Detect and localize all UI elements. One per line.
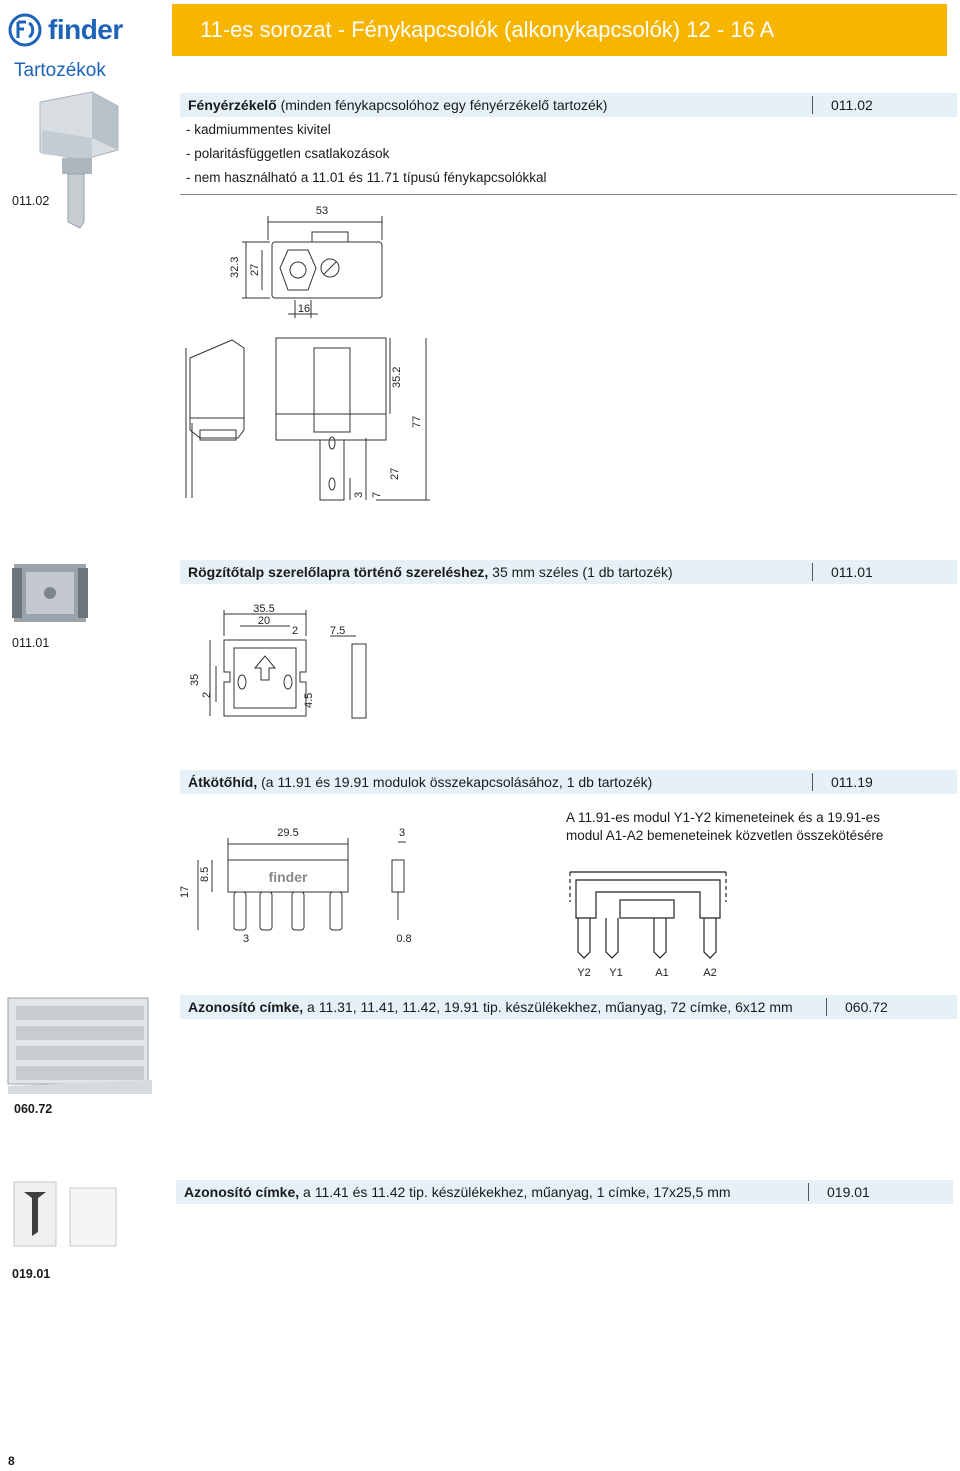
pin-label: A2 — [703, 967, 716, 979]
dim-label: 35.2 — [391, 367, 403, 388]
dim-label: 7.5 — [330, 625, 345, 637]
dim-label: 77 — [411, 416, 423, 428]
feature-line: - nem használható a 11.01 és 11.71 típus… — [186, 170, 547, 185]
mounting-base-drawing: 35.5 20 2 7.5 35 2 4.5 — [189, 603, 367, 719]
bridge-schematic: Y2 Y1 A1 A2 — [569, 871, 727, 979]
dim-label: 3 — [399, 827, 405, 839]
item-title: Rögzítőtalp szerelőlapra történő szerelé… — [188, 564, 489, 580]
mounting-base-photo — [10, 558, 90, 628]
dim-label: 17 — [179, 886, 191, 898]
item-bar-011-01: Rögzítőtalp szerelőlapra történő szerelé… — [180, 560, 957, 584]
dim-label: 35 — [189, 674, 201, 686]
dim-label: 32.3 — [229, 257, 241, 278]
item-desc: a 11.31, 11.41, 11.42, 19.91 tip. készül… — [303, 999, 793, 1015]
pin-label: Y2 — [577, 967, 590, 979]
item-desc: a 11.41 és 11.42 tip. készülékekhez, műa… — [299, 1184, 731, 1200]
finder-logo: finder — [8, 10, 148, 50]
pin-label: Y1 — [609, 967, 622, 979]
item-title: Fényérzékelő — [188, 97, 277, 113]
brand-name: finder — [48, 14, 123, 45]
jumper-bridge-drawing: 29.5 3 17 8.5 3 0.8 finder — [179, 827, 412, 945]
dim-label: 2 — [292, 625, 298, 637]
dim-label: 2 — [201, 692, 213, 698]
dim-label: 53 — [316, 205, 328, 217]
title-banner: 11-es sorozat - Fénykapcsolók (alkonykap… — [172, 4, 947, 56]
page-title: 11-es sorozat - Fénykapcsolók (alkonykap… — [200, 17, 775, 42]
finder-logo-icon — [8, 13, 42, 47]
item-bar-060-72: Azonosító címke, a 11.31, 11.41, 11.42, … — [180, 995, 957, 1019]
dim-label: 4.5 — [303, 693, 315, 708]
item-title: Azonosító címke, — [184, 1184, 300, 1200]
dim-label: 27 — [389, 468, 401, 480]
light-sensor-drawing: 53 32.3 27 16 35.2 77 27 7 3 — [185, 205, 430, 501]
bridge-description: modul A1-A2 bemeneteinek közvetlen össze… — [566, 828, 884, 843]
feature-line: - polaritásfüggetlen csatlakozások — [186, 146, 390, 161]
item-bar-011-19: Átkötőhíd, (a 11.91 és 19.91 modulok öss… — [180, 770, 957, 794]
dim-label: 7 — [371, 492, 383, 498]
dim-label: 27 — [249, 264, 261, 276]
dim-label: 35.5 — [253, 603, 274, 615]
photo-code: 060.72 — [14, 1102, 53, 1116]
pin-label: A1 — [655, 967, 668, 979]
item-desc: (minden fénykapcsolóhoz egy fényérzékelő… — [276, 97, 608, 113]
item-desc: 35 mm széles (1 db tartozék) — [488, 564, 673, 580]
item-title: Átkötőhíd, — [188, 774, 258, 790]
dim-label: 3 — [243, 933, 249, 945]
photo-code: 019.01 — [12, 1267, 51, 1281]
page-number: 8 — [8, 1454, 15, 1468]
item-desc: (a 11.91 és 19.91 modulok összekapcsolás… — [257, 774, 653, 790]
dim-label: 29.5 — [277, 827, 298, 839]
feature-line: - kadmiummentes kivitel — [186, 122, 331, 137]
dim-label: 3 — [353, 492, 365, 498]
photo-code: 011.01 — [12, 636, 50, 650]
dim-label: 8.5 — [199, 867, 211, 882]
photo-code: 011.02 — [12, 194, 50, 208]
item-code: 011.02 — [812, 96, 957, 114]
dim-label: 0.8 — [396, 933, 411, 945]
light-sensor-photo — [22, 90, 132, 230]
item-title: Azonosító címke, — [188, 999, 304, 1015]
item-bar-011-02: Fényérzékelő (minden fénykapcsolóhoz egy… — [180, 93, 957, 117]
item-code: 060.72 — [826, 998, 957, 1016]
label-card-photo — [10, 1176, 120, 1252]
label-sheet-photo — [6, 996, 154, 1096]
dim-label: 20 — [258, 615, 270, 627]
item-bar-019-01: Azonosító címke, a 11.41 és 11.42 tip. k… — [176, 1180, 953, 1204]
brand-name: finder — [269, 869, 308, 885]
divider — [180, 194, 957, 195]
item-code: 011.01 — [812, 563, 957, 581]
bridge-description: A 11.91-es modul Y1-Y2 kimeneteinek és a… — [566, 810, 880, 825]
section-title: Tartozékok — [14, 60, 106, 81]
dim-label: 16 — [298, 303, 310, 315]
item-code: 019.01 — [808, 1183, 953, 1201]
item-code: 011.19 — [812, 773, 957, 791]
